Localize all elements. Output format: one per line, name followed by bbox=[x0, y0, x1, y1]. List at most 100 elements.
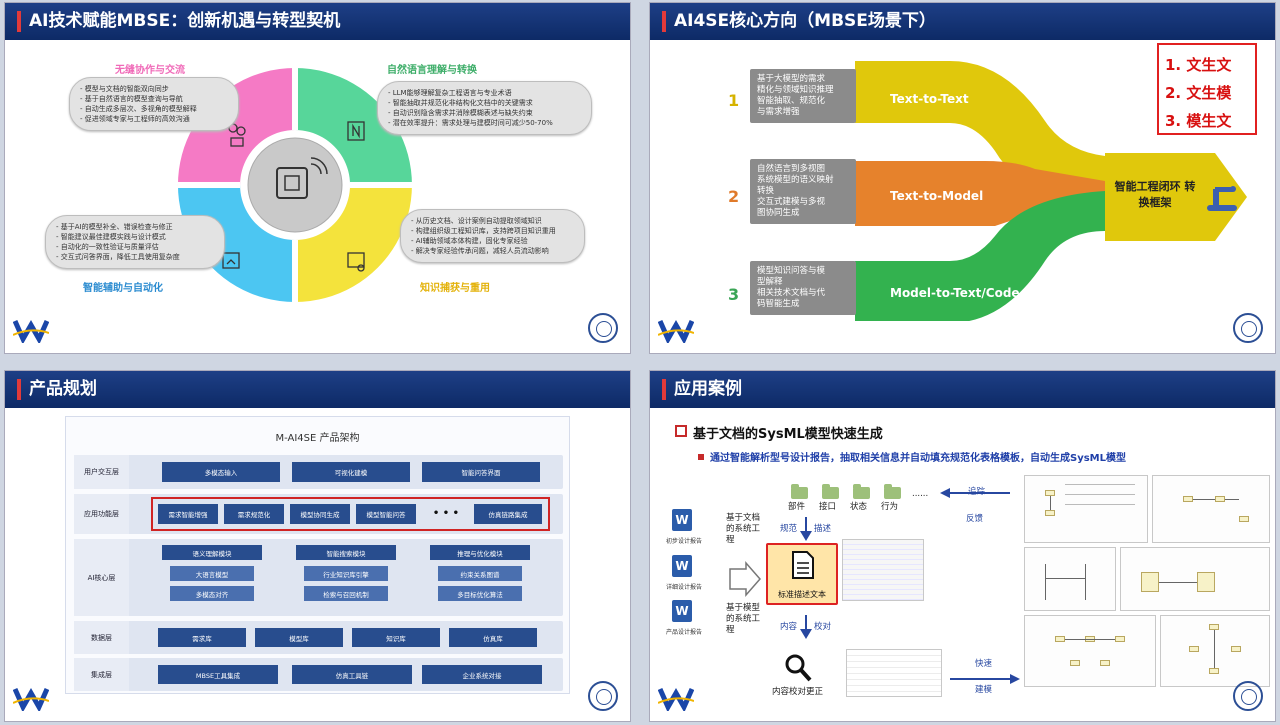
w-logo-icon bbox=[658, 687, 694, 711]
down-arrow-icon bbox=[800, 517, 812, 541]
module-item: 大语言模型 bbox=[170, 566, 254, 581]
layer-integration: 集成层 MBSE工具集成 仿真工具链 企业系统对接 bbox=[74, 658, 563, 691]
chip-icon bbox=[276, 167, 308, 199]
slide-application-case[interactable]: 应用案例 基于文档的SysML模型快速生成 通过智能解析型号设计报告，抽取相关信… bbox=[649, 370, 1276, 722]
fast-label: 快速 bbox=[975, 659, 993, 669]
layer-ai: AI核心层 语义理解模块 大语言模型 多模态对齐 智能搜索模块 行业知识库引擎 … bbox=[74, 539, 563, 616]
document-icon bbox=[792, 551, 814, 579]
arch-block: 智能问答界面 bbox=[422, 462, 540, 482]
label-model-to-text: Model-to-Text/Code bbox=[890, 286, 1020, 300]
layer-name: AI核心层 bbox=[74, 539, 129, 616]
desc-label: 描述 bbox=[814, 524, 832, 534]
desc-box-2: 自然语言到多视图 系统模型的语义映射 转换 交互式建模与多视 图协同生成 bbox=[750, 159, 856, 224]
desc-line: 交互式建模与多视 bbox=[757, 197, 826, 207]
cloud-collab: - 模型与文档的智能双向同步 - 基于自然语言的模型查询与导航 - 自动生成多层… bbox=[69, 77, 239, 131]
desc-line: 码智能生成 bbox=[757, 299, 800, 309]
down-arrow-icon bbox=[800, 615, 812, 639]
cloud-assist: - 基于AI的模型补全、错误检查与修正 - 智能建议最佳建模实践与设计模式 - … bbox=[45, 215, 225, 269]
cloud-item: - 潜在效率提升：需求处理与建模时间可减少50-70% bbox=[388, 119, 553, 127]
row-number: 2 bbox=[728, 187, 740, 206]
label-model-based-se: 基于模型的系统工程 bbox=[726, 603, 761, 635]
cloud-item: - 智能抽取并规范化非结构化文档中的关键需求 bbox=[388, 99, 533, 107]
content-label: 内容 bbox=[780, 622, 798, 632]
cloud-item: - 自动化的一致性验证与质量评估 bbox=[56, 243, 159, 251]
quadrant-label-knowledge: 知识捕获与重用 bbox=[420, 283, 490, 294]
desc-line: 精化与领域知识推理 bbox=[757, 85, 834, 95]
proofread-label: 校对 bbox=[814, 622, 832, 632]
arrow-right-icon bbox=[729, 561, 761, 597]
layer-data: 数据层 需求库 模型库 知识库 仿真库 bbox=[74, 621, 563, 654]
architecture-diagram: M-AI4SE 产品架构 用户交互层 多模态输入 可视化建模 智能问答界面 应用… bbox=[65, 416, 570, 694]
word-doc-icon: W bbox=[672, 555, 692, 577]
slide-title: 应用案例 bbox=[650, 371, 1275, 408]
cloud-nlp: - LLM能够理解复杂工程语言与专业术语 - 智能抽取并规范化非结构化文档中的关… bbox=[377, 81, 592, 135]
cloud-item: - 自动生成多层次、多视角的模型解释 bbox=[80, 105, 197, 113]
folder-icon bbox=[822, 484, 839, 499]
cloud-item: - AI辅助领域本体构建，固化专家经验 bbox=[411, 237, 528, 245]
slide-ai4se-directions[interactable]: AI4SE核心方向（MBSE场景下） Text-to-Text Text-to-… bbox=[649, 2, 1276, 354]
robot-arm-icon bbox=[1207, 186, 1237, 211]
magnifier-icon bbox=[785, 654, 812, 682]
desc-line: 智能抽取、规范化 bbox=[757, 96, 826, 106]
cloud-item: - 模型与文档的智能双向同步 bbox=[80, 85, 169, 93]
module-head: 智能搜索模块 bbox=[296, 545, 396, 560]
folders-ellipsis: ...... bbox=[912, 489, 929, 499]
folder-label: 部件 bbox=[788, 502, 806, 512]
layer-name: 用户交互层 bbox=[74, 455, 129, 489]
layer-ui: 用户交互层 多模态输入 可视化建模 智能问答界面 bbox=[74, 455, 563, 489]
cloud-item: - 交互式问答界面，降低工具使用复杂度 bbox=[56, 253, 180, 261]
cloud-knowledge: - 从历史文档、设计案例自动提取领域知识 - 构建组织级工程知识库，支持跨项目知… bbox=[400, 209, 585, 263]
university-seal-icon bbox=[1233, 313, 1263, 343]
desc-line: 型解释 bbox=[757, 277, 783, 287]
trace-arrow-icon bbox=[940, 488, 1010, 498]
layer-app: 应用功能层 需求智能增强 需求规范化 模型协同生成 模型智能问答 • • • 仿… bbox=[74, 494, 563, 534]
cloud-item: - 基于自然语言的模型查询与导航 bbox=[80, 95, 183, 103]
desc-line: 模型知识问答与模 bbox=[757, 266, 826, 276]
label-text-to-model: Text-to-Model bbox=[890, 189, 984, 203]
sysml-diagram-thumbnail bbox=[1160, 615, 1270, 687]
case-subheading: 通过智能解析型号设计报告，抽取相关信息并自动填充规范化表格模板，自动生成SysM… bbox=[698, 449, 1126, 464]
arch-block: 知识库 bbox=[352, 628, 440, 647]
w-logo-icon bbox=[13, 687, 49, 711]
folder-label: 行为 bbox=[881, 502, 899, 512]
desc-line: 图协同生成 bbox=[757, 208, 800, 218]
cloud-item: - 自动识别隐含需求并消除模糊表述与缺失约束 bbox=[388, 109, 533, 117]
arch-block: MBSE工具集成 bbox=[158, 665, 278, 684]
quadrant-label-nlp: 自然语言理解与转换 bbox=[387, 65, 477, 76]
arch-block: 需求库 bbox=[158, 628, 246, 647]
w-logo-icon bbox=[13, 319, 49, 343]
key-direction: 2. 文生模 bbox=[1165, 84, 1232, 102]
arch-title: M-AI4SE 产品架构 bbox=[275, 433, 360, 444]
cloud-item: - 构建组织级工程知识库，支持跨项目知识重用 bbox=[411, 227, 556, 235]
check-label: 内容校对更正 bbox=[772, 687, 824, 697]
quadrant-label-collab: 无缝协作与交流 bbox=[115, 65, 185, 76]
module-item: 多模态对齐 bbox=[170, 586, 254, 601]
university-seal-icon bbox=[588, 313, 618, 343]
highlight-box bbox=[151, 497, 550, 531]
slide-ai-mbse[interactable]: AI技术赋能MBSE：创新机遇与转型契机 无缝协作与交流 - 模型与文档的智能双… bbox=[4, 2, 631, 354]
word-doc-icon: W bbox=[672, 600, 692, 622]
image-icon bbox=[222, 252, 240, 269]
cloud-item: - 促进领域专家与工程师的高效沟通 bbox=[80, 115, 190, 123]
spec-label: 规范 bbox=[780, 524, 798, 534]
layer-name: 数据层 bbox=[74, 621, 129, 654]
doc-label: 产品设计报告 bbox=[666, 629, 703, 636]
quadrant-label-assist: 智能辅助与自动化 bbox=[83, 283, 163, 294]
university-seal-icon bbox=[588, 681, 618, 711]
slide-title: 产品规划 bbox=[5, 371, 630, 408]
case-heading: 基于文档的SysML模型快速生成 bbox=[675, 423, 883, 442]
cloud-item: - 解决专家经验传承问题，减轻人员流动影响 bbox=[411, 247, 549, 255]
arch-block: 仿真链路集成 bbox=[474, 504, 542, 524]
cloud-item: - 智能建议最佳建模实践与设计模式 bbox=[56, 233, 166, 241]
layer-name: 应用功能层 bbox=[74, 494, 129, 534]
key-direction: 3. 模生文 bbox=[1165, 112, 1232, 130]
modeling-label: 建模 bbox=[975, 685, 993, 695]
desc-box-3: 模型知识问答与模 型解释 相关技术文档与代 码智能生成 bbox=[750, 261, 856, 315]
checklist-thumbnail bbox=[846, 649, 942, 697]
arch-block: 仿真库 bbox=[449, 628, 537, 647]
layer-name: 集成层 bbox=[74, 658, 129, 691]
folder-icon bbox=[853, 484, 870, 499]
arch-block: 企业系统对接 bbox=[422, 665, 542, 684]
slide-product-plan[interactable]: 产品规划 M-AI4SE 产品架构 用户交互层 多模态输入 可视化建模 智能问答… bbox=[4, 370, 631, 722]
module-item: 约束关系图谱 bbox=[438, 566, 522, 581]
